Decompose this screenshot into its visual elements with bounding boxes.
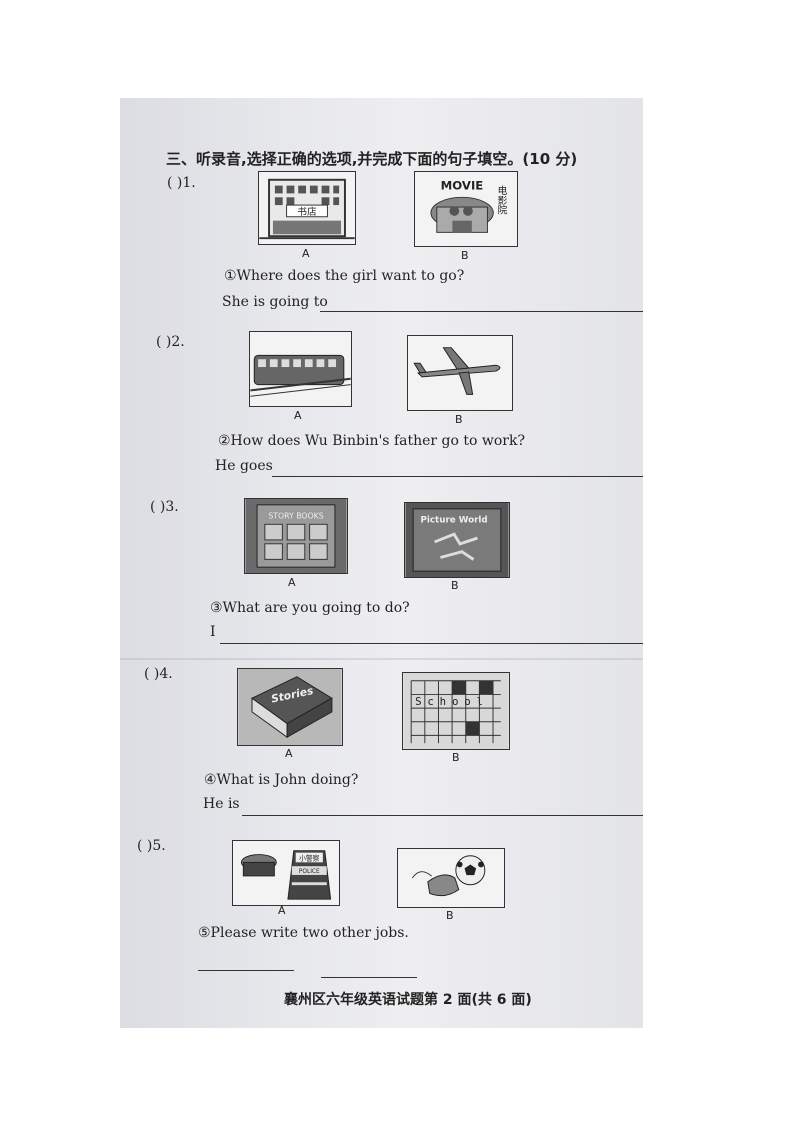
q4-option-a-label: A [285,747,293,760]
police-uniform-image[interactable]: 小警察 POLICE [232,840,340,906]
train-image[interactable] [249,331,352,407]
q4-option-b-label: B [452,751,460,764]
picture-book-title: Picture World [420,515,487,525]
question-4-answer-prefix: He is [203,796,240,812]
question-4-answer-line[interactable] [242,815,643,816]
page-footer: 襄州区六年级英语试题第 2 面(共 6 面) [284,992,532,1008]
question-5-answer-line-2[interactable] [321,977,417,978]
question-3-answer-prefix: I [210,624,216,640]
question-2-answer-prefix: He goes [215,458,273,474]
question-1-number: ( )1. [167,175,196,191]
storybook-title: STORY BOOKS [268,511,323,520]
q3-option-a-label: A [288,576,296,589]
exam-paper: 三、听录音,选择正确的选项,并完成下面的句子填空。(10 分) ( )1. 书店… [120,98,643,1028]
q1-option-a-label: A [302,247,310,260]
storybook-image[interactable]: STORY BOOKS [244,498,348,574]
question-1-text: ①Where does the girl want to go? [224,268,465,284]
crossword-image[interactable]: School [402,672,510,750]
question-2-number: ( )2. [156,334,185,350]
question-3-number: ( )3. [150,499,179,515]
cinema-sign: MOVIE [441,179,484,193]
question-3-answer-line[interactable] [220,643,643,644]
question-4-number: ( )4. [144,666,173,682]
bookstore-sign: 书店 [297,205,317,218]
q2-option-a-label: A [294,409,302,422]
q5-option-a-label: A [278,904,286,917]
question-5-number: ( )5. [137,838,166,854]
q5-option-b-label: B [446,909,454,922]
q1-option-b-label: B [461,249,469,262]
question-1-answer-prefix: She is going to [222,294,328,310]
question-2-text: ②How does Wu Binbin's father go to work? [218,433,525,449]
plane-image[interactable] [407,335,513,411]
cinema-image[interactable]: MOVIE 电影院 [414,171,518,247]
question-5-text: ⑤Please write two other jobs. [198,925,409,941]
question-3-text: ③What are you going to do? [210,600,410,616]
q2-option-b-label: B [455,413,463,426]
crossword-word: School [415,695,489,708]
section-title: 三、听录音,选择正确的选项,并完成下面的句子填空。(10 分) [166,150,578,168]
vest-police-text: POLICE [299,869,320,875]
cinema-side-sign: 电影院 [496,184,508,215]
question-1-answer-line[interactable] [320,311,643,312]
question-2-answer-line[interactable] [272,476,643,477]
question-5-answer-line-1[interactable] [198,970,294,971]
paper-fold [120,658,643,660]
bookstore-image[interactable]: 书店 [258,171,356,245]
picture-book-image[interactable]: Picture World [404,502,510,578]
question-4-text: ④What is John doing? [204,772,359,788]
stories-book-image[interactable]: Stories [237,668,343,746]
whistle-ball-image[interactable] [397,848,505,908]
vest-sign: 小警察 [299,853,320,862]
q3-option-b-label: B [451,579,459,592]
